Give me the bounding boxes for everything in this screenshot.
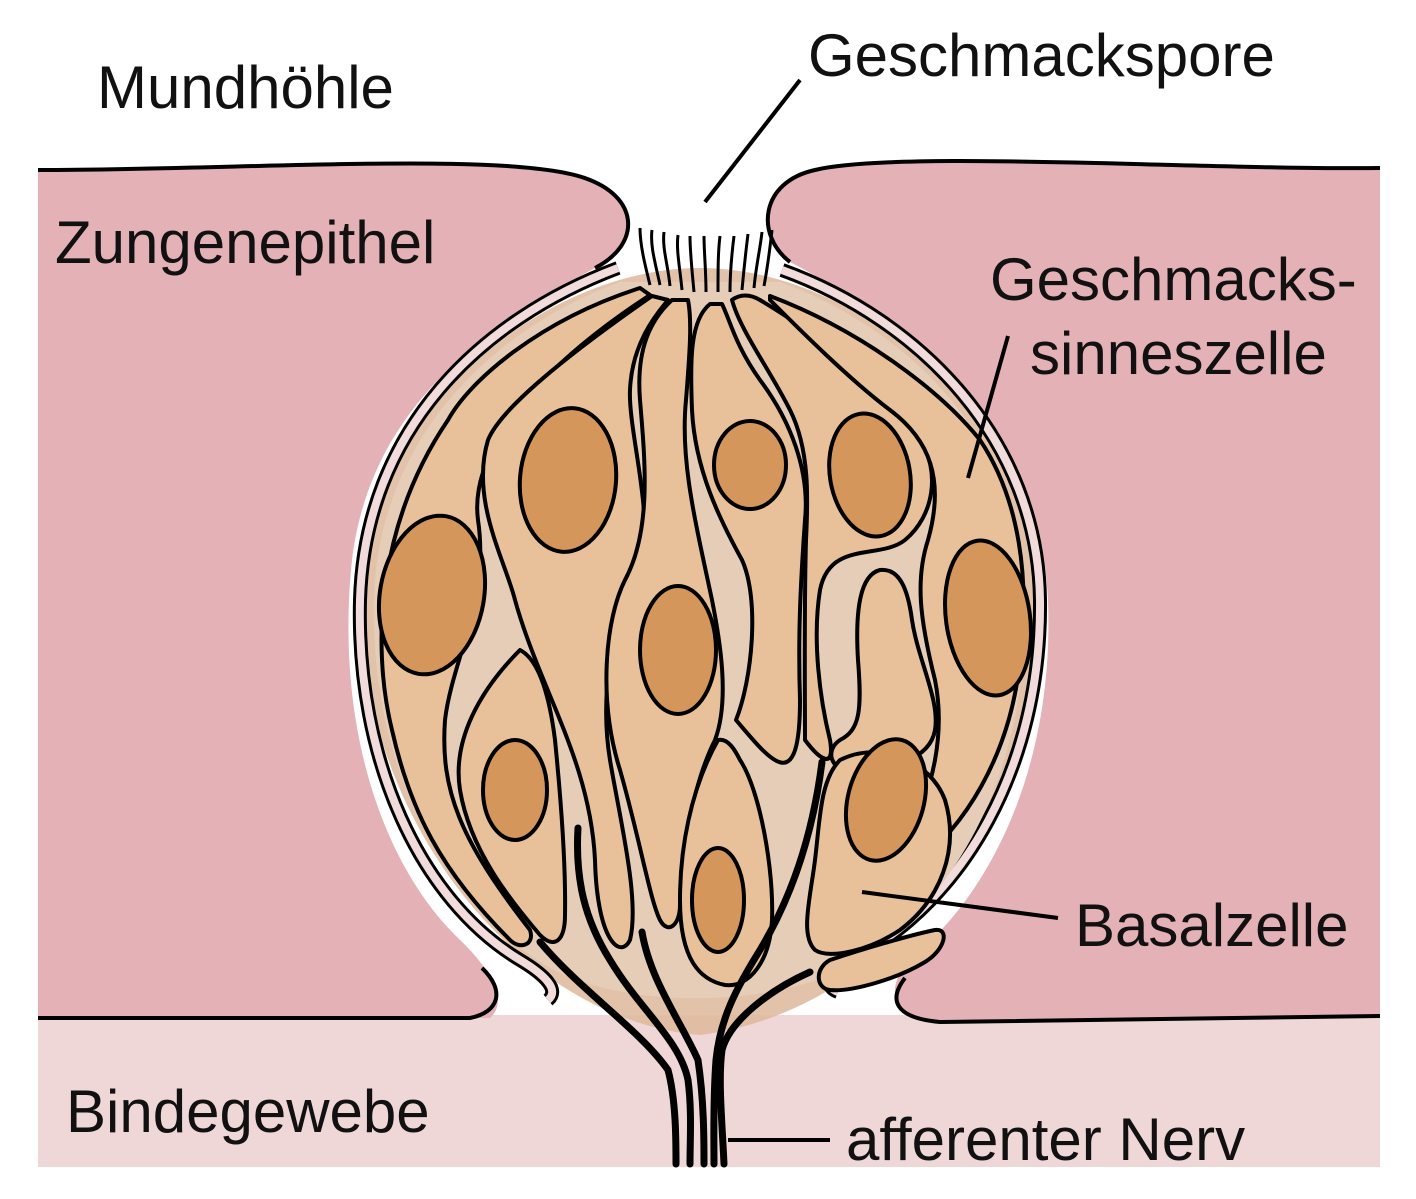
taste-receptor-cell: [379, 286, 652, 948]
label-geschmackssinneszelle-line2: sinneszelle: [1030, 320, 1327, 387]
label-mundhoehle: Mundhöhle: [97, 54, 394, 121]
leader-geschmackssinneszelle: [966, 335, 1010, 479]
taste-pore-microvilli: [638, 227, 774, 293]
connective-tissue: [38, 1015, 1380, 1167]
epithelium-surface-left: [37, 161, 631, 270]
leader-lines: [703, 78, 1059, 1142]
cell-nuclei: [376, 406, 1033, 954]
label-bindegewebe: Bindegewebe: [66, 1078, 430, 1145]
nucleus: [517, 406, 619, 554]
nucleus: [690, 846, 746, 954]
epithelium-base-right: [894, 976, 1381, 1025]
epithelium-base-left: [38, 966, 499, 1020]
afferent-nerve: [536, 758, 826, 1168]
label-afferenter-nerv: afferenter Nerv: [846, 1106, 1245, 1173]
leader-basalzelle: [861, 890, 1059, 920]
nucleus: [376, 513, 488, 677]
nucleus: [638, 584, 718, 716]
nucleus: [712, 419, 788, 511]
nucleus: [827, 411, 913, 539]
label-zungenepithel: Zungenepithel: [55, 209, 435, 276]
leader-geschmackspore: [703, 78, 802, 204]
nucleus: [481, 738, 549, 842]
label-basalzelle: Basalzelle: [1075, 892, 1349, 959]
tongue-epithelium-left: [38, 163, 629, 1019]
label-geschmackssinneszelle-line1: Geschmacks-: [990, 246, 1357, 313]
tongue-epithelium-right: [767, 161, 1380, 1021]
label-geschmackspore: Geschmackspore: [808, 22, 1275, 89]
basal-cell: [816, 927, 946, 993]
nucleus: [843, 737, 929, 863]
taste-receptor-cell: [689, 302, 808, 765]
nucleus: [943, 538, 1033, 698]
epithelium-surface-right: [765, 159, 1381, 264]
